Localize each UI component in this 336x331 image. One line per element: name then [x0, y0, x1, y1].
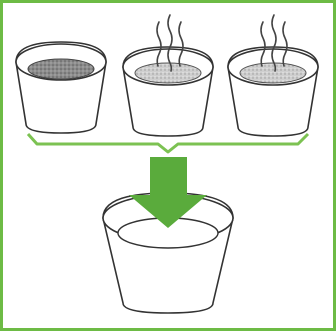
- cup-icon: [16, 42, 106, 133]
- cup-icon: [123, 47, 213, 136]
- liquid-surface-dark: [28, 59, 94, 79]
- liquid-surface-light: [240, 63, 306, 83]
- liquid-surface-light: [135, 63, 201, 83]
